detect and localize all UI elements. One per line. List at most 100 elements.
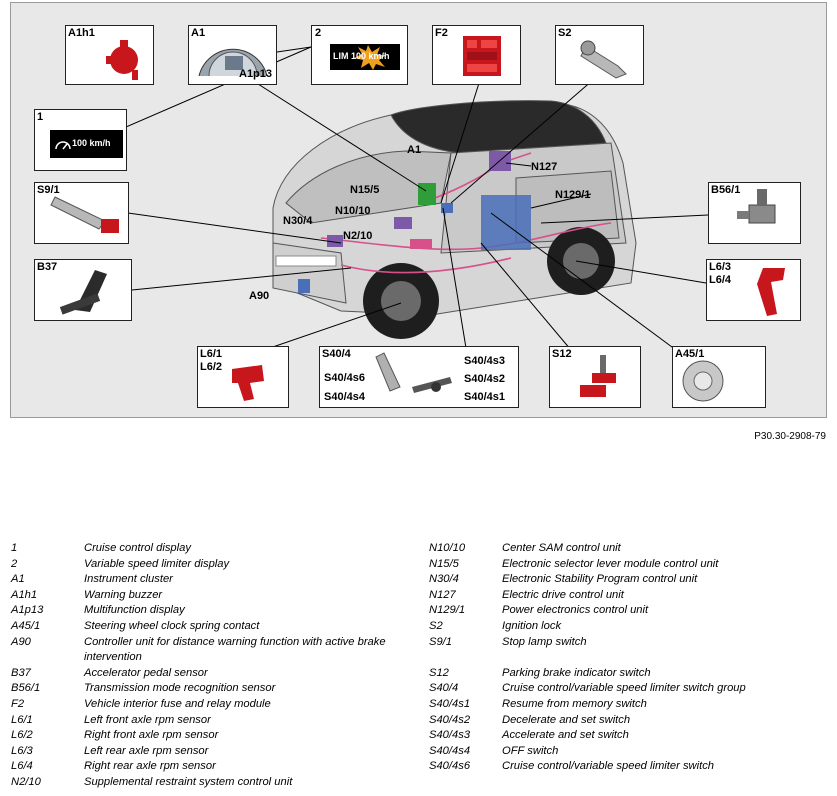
component-box-B37 xyxy=(34,259,132,321)
legend-value: Decelerate and set switch xyxy=(502,713,631,726)
burst-icon xyxy=(354,45,386,70)
legend-row: S12 Parking brake indicator switch xyxy=(429,666,829,682)
legend-row: N129/1 Power electronics control unit xyxy=(429,603,829,619)
legend-row xyxy=(429,650,829,666)
switch-group-icon xyxy=(375,352,452,393)
diagram-panel: A1h1 A1 A1p13 LIM 100 km/h 2 F2 xyxy=(10,2,827,418)
label-F2: F2 xyxy=(435,27,448,39)
legend-key: S40/4s3 xyxy=(429,729,471,742)
legend-key: S2 xyxy=(429,619,443,632)
legend-key: N30/4 xyxy=(429,573,459,586)
legend-row: S40/4s1 Resume from memory switch xyxy=(429,697,829,713)
label-S40-4s1: S40/4s1 xyxy=(464,391,505,403)
legend-row: A45/1 Steering wheel clock spring contact xyxy=(11,619,411,635)
label-L6-1-L6-2: L6/1 L6/2 xyxy=(200,348,223,373)
legend-value: Cruise control/variable speed limiter sw… xyxy=(502,760,715,773)
legend-value: Electronic selector lever module control… xyxy=(502,557,719,570)
legend-value: Transmission mode recognition sensor xyxy=(84,682,276,695)
legend-key: A45/1 xyxy=(11,619,41,632)
parking-brake-switch-icon xyxy=(580,355,616,397)
label-S40-4s4: S40/4s4 xyxy=(324,391,365,403)
label-B56-1: B56/1 xyxy=(711,184,741,196)
component-box-B56-1 xyxy=(708,182,801,244)
legend-key: S12 xyxy=(429,666,449,679)
label-A1: A1 xyxy=(191,27,206,39)
label-S12: S12 xyxy=(552,348,572,360)
component-box-2: LIM 100 km/h xyxy=(311,25,408,85)
accelerator-pedal-icon xyxy=(59,270,107,315)
legend-key: A1 xyxy=(11,573,25,586)
legend-key: S40/4s2 xyxy=(429,713,471,726)
component-box-S40-4 xyxy=(319,346,519,408)
legend-row: L6/3 Left rear axle rpm sensor xyxy=(11,744,411,760)
legend-value: Variable speed limiter display xyxy=(84,557,230,570)
label-S40-4s3: S40/4s3 xyxy=(464,355,505,367)
speed-limiter-display: LIM 100 km/h xyxy=(330,44,400,70)
legend-key: B37 xyxy=(11,666,31,679)
warning-buzzer-icon xyxy=(106,40,138,80)
component-box-S2 xyxy=(555,25,644,85)
label-2: 2 xyxy=(315,27,322,39)
legend-key: A1p13 xyxy=(11,604,44,617)
legend-value: Vehicle interior fuse and relay module xyxy=(84,697,271,710)
legend-value: Power electronics control unit xyxy=(502,604,649,617)
legend-value: Controller unit for distance warning fun… xyxy=(84,635,386,664)
label-A1-car: A1 xyxy=(407,144,422,156)
label-S9-1: S9/1 xyxy=(37,184,60,196)
legend-value: Instrument cluster xyxy=(84,573,173,586)
ignition-lock-icon xyxy=(580,40,627,79)
legend-value: Cruise control/variable speed limiter sw… xyxy=(502,682,746,695)
legend-row: A1 Instrument cluster xyxy=(11,572,411,588)
transmission-sensor-icon xyxy=(737,189,776,224)
legend-key: A1h1 xyxy=(11,588,38,601)
legend-key: S40/4s1 xyxy=(429,697,471,710)
legend-value xyxy=(502,650,829,666)
legend-value: Resume from memory switch xyxy=(502,697,647,710)
label-N10-10: N10/10 xyxy=(335,205,371,217)
legend-value: Ignition lock xyxy=(502,619,562,632)
legend-value: Parking brake indicator switch xyxy=(502,666,651,679)
label-N129-1: N129/1 xyxy=(555,189,591,201)
front-axle-rpm-sensor-icon xyxy=(232,365,264,401)
legend-value: OFF switch xyxy=(502,744,559,757)
component-box-A1 xyxy=(188,25,277,85)
legend-value: Cruise control display xyxy=(84,542,191,554)
legend-row: S40/4s2 Decelerate and set switch xyxy=(429,713,829,729)
legend-key: L6/3 xyxy=(11,744,33,757)
legend-key: 1 xyxy=(11,542,18,554)
label-N30-4: N30/4 xyxy=(283,215,313,227)
legend-key: N2/10 xyxy=(11,775,41,788)
legend-key: S40/4 xyxy=(429,682,459,695)
cruise-control-display: 100 km/h xyxy=(50,130,123,158)
legend-key: S9/1 xyxy=(429,635,453,648)
legend-key: L6/1 xyxy=(11,713,33,726)
label-S2: S2 xyxy=(558,27,572,39)
label-B37: B37 xyxy=(37,261,58,273)
component-box-1: 100 km/h xyxy=(34,109,127,171)
label-S40-4s6: S40/4s6 xyxy=(324,372,365,384)
legend-key: N10/10 xyxy=(429,542,466,554)
legend-key: L6/4 xyxy=(11,760,33,773)
legend-value: Left rear axle rpm sensor xyxy=(84,744,209,757)
label-S40-4s2: S40/4s2 xyxy=(464,373,505,385)
fuse-relay-module-icon xyxy=(463,36,501,76)
legend-value: Accelerator pedal sensor xyxy=(84,666,208,679)
label-S40-4: S40/4 xyxy=(322,348,351,360)
legend-value: Steering wheel clock spring contact xyxy=(84,619,260,632)
legend-key: N129/1 xyxy=(429,604,466,617)
label-1: 1 xyxy=(37,111,44,123)
